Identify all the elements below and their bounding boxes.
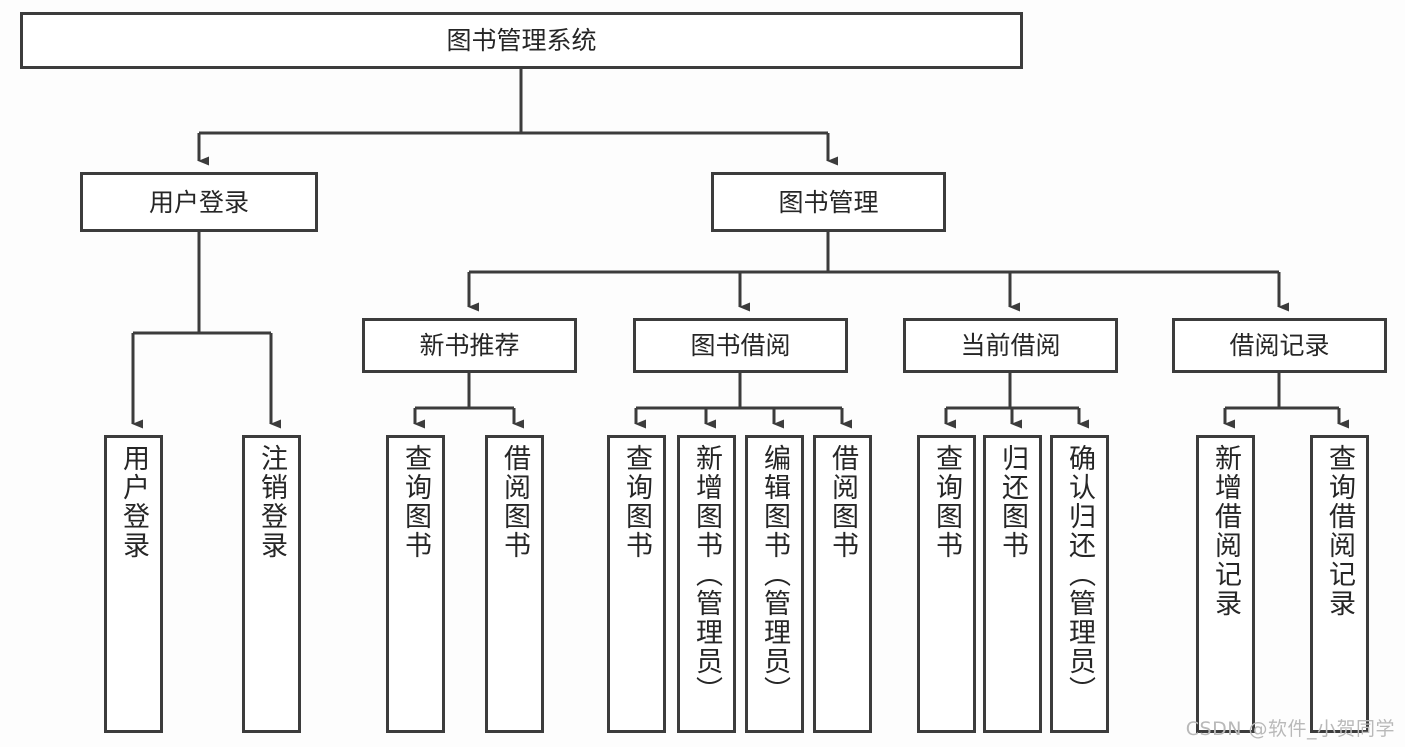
node-leaf-query-book-3[interactable]: 查询图书 [917,435,976,733]
node-leaf-borrow-book-2-label: 借阅图书 [827,444,858,560]
node-leaf-borrow-book-2[interactable]: 借阅图书 [813,435,872,733]
node-book-borrow-label: 图书借阅 [690,331,791,360]
node-book-borrow[interactable]: 图书借阅 [633,318,848,373]
node-root-图书管理系统-label: 图书管理系统 [446,26,597,55]
node-leaf-borrow-book-1-label: 借阅图书 [499,444,530,560]
node-user-login[interactable]: 用户登录 [80,172,318,232]
node-user-login-label: 用户登录 [148,187,249,217]
node-leaf-user-login[interactable]: 用户登录 [104,435,163,733]
node-new-book-recommend[interactable]: 新书推荐 [362,318,577,373]
node-leaf-confirm-return[interactable]: 确认归还（管理员） [1050,435,1109,733]
node-leaf-query-book-1[interactable]: 查询图书 [386,435,445,733]
node-leaf-query-book-2-label: 查询图书 [621,444,652,560]
node-leaf-add-book-label: 新增图书（管理员） [691,444,722,705]
node-current-borrow-label: 当前借阅 [960,331,1061,360]
node-leaf-logout-label: 注销登录 [256,444,287,560]
node-leaf-query-book-3-label: 查询图书 [931,444,962,560]
node-leaf-borrow-book-1[interactable]: 借阅图书 [485,435,544,733]
node-leaf-query-record-label: 查询借阅记录 [1324,444,1355,618]
node-leaf-logout[interactable]: 注销登录 [242,435,301,733]
node-leaf-query-record[interactable]: 查询借阅记录 [1310,435,1369,733]
node-borrow-record-label: 借阅记录 [1229,331,1330,360]
node-root-图书管理系统[interactable]: 图书管理系统 [20,12,1023,69]
node-leaf-return-book-label: 归还图书 [997,444,1028,560]
node-leaf-query-book-2[interactable]: 查询图书 [607,435,666,733]
csdn-watermark: CSDN @软件_小贺同学 [1185,718,1395,740]
node-book-manage-label: 图书管理 [778,187,879,217]
node-leaf-add-book[interactable]: 新增图书（管理员） [677,435,736,733]
node-leaf-add-record-label: 新增借阅记录 [1210,444,1241,618]
connector-lines [131,69,1349,429]
node-borrow-record[interactable]: 借阅记录 [1172,318,1387,373]
node-leaf-add-record[interactable]: 新增借阅记录 [1196,435,1255,733]
node-new-book-recommend-label: 新书推荐 [419,331,520,360]
node-leaf-confirm-return-label: 确认归还（管理员） [1064,444,1095,705]
node-book-manage[interactable]: 图书管理 [711,172,946,232]
node-leaf-edit-book-label: 编辑图书（管理员） [759,444,790,705]
node-leaf-query-book-1-label: 查询图书 [400,444,431,560]
node-leaf-user-login-label: 用户登录 [118,444,149,560]
node-leaf-edit-book[interactable]: 编辑图书（管理员） [745,435,804,733]
node-leaf-return-book[interactable]: 归还图书 [983,435,1042,733]
node-current-borrow[interactable]: 当前借阅 [903,318,1118,373]
